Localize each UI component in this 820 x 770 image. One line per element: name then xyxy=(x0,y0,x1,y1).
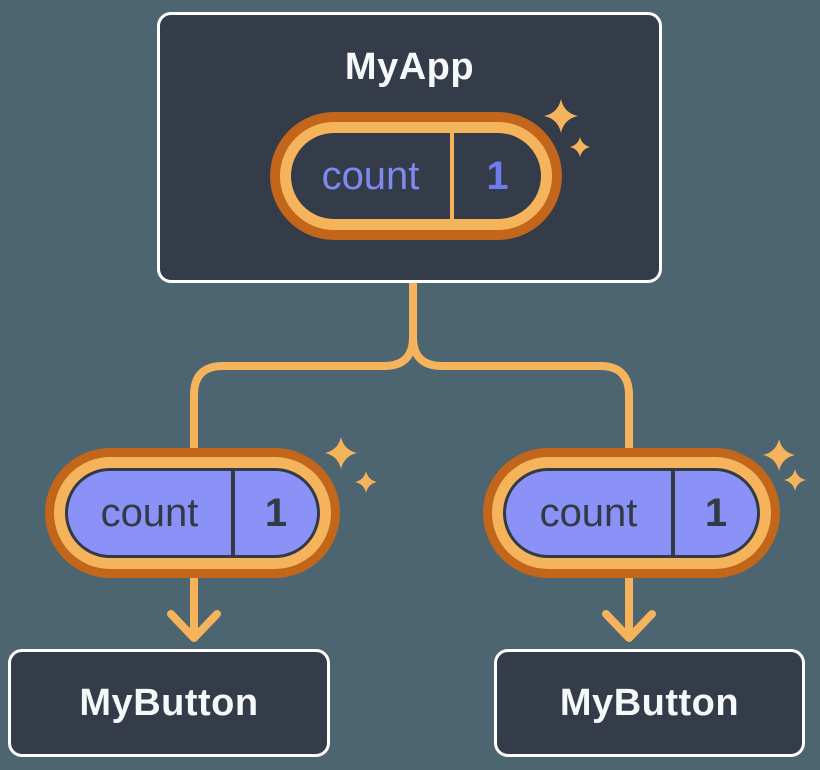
pill-ring: count 1 xyxy=(280,122,552,230)
pill-divider xyxy=(450,133,454,219)
child-component-node-right: MyButton xyxy=(494,649,805,757)
component-title: MyButton xyxy=(79,681,259,724)
sparkle-icon xyxy=(355,471,377,493)
state-value: 1 xyxy=(264,490,288,535)
root-state-pill: count 1 xyxy=(270,112,562,240)
pill-body: count 1 xyxy=(65,468,320,558)
pill-divider xyxy=(671,471,675,555)
pill-ring: count 1 xyxy=(492,457,771,569)
component-title: MyButton xyxy=(559,681,740,724)
state-value: 1 xyxy=(486,153,509,198)
pill-body: count 1 xyxy=(291,133,541,219)
sparkle-icon xyxy=(325,437,357,469)
state-label: count xyxy=(321,153,420,198)
sparkle-icon xyxy=(763,439,795,471)
child-state-pill-right: count 1 xyxy=(483,448,780,578)
child-state-pill-left: count 1 xyxy=(45,448,340,578)
sparkle-icon xyxy=(784,469,806,491)
state-label: count xyxy=(539,490,638,535)
state-label: count xyxy=(100,490,199,535)
child-component-node-left: MyButton xyxy=(8,649,330,757)
component-title: MyApp xyxy=(344,46,475,88)
pill-body: count 1 xyxy=(503,468,760,558)
arrow-down-icon xyxy=(602,610,656,642)
pill-ring: count 1 xyxy=(54,457,331,569)
arrow-down-icon xyxy=(167,610,221,642)
state-value: 1 xyxy=(704,490,728,535)
